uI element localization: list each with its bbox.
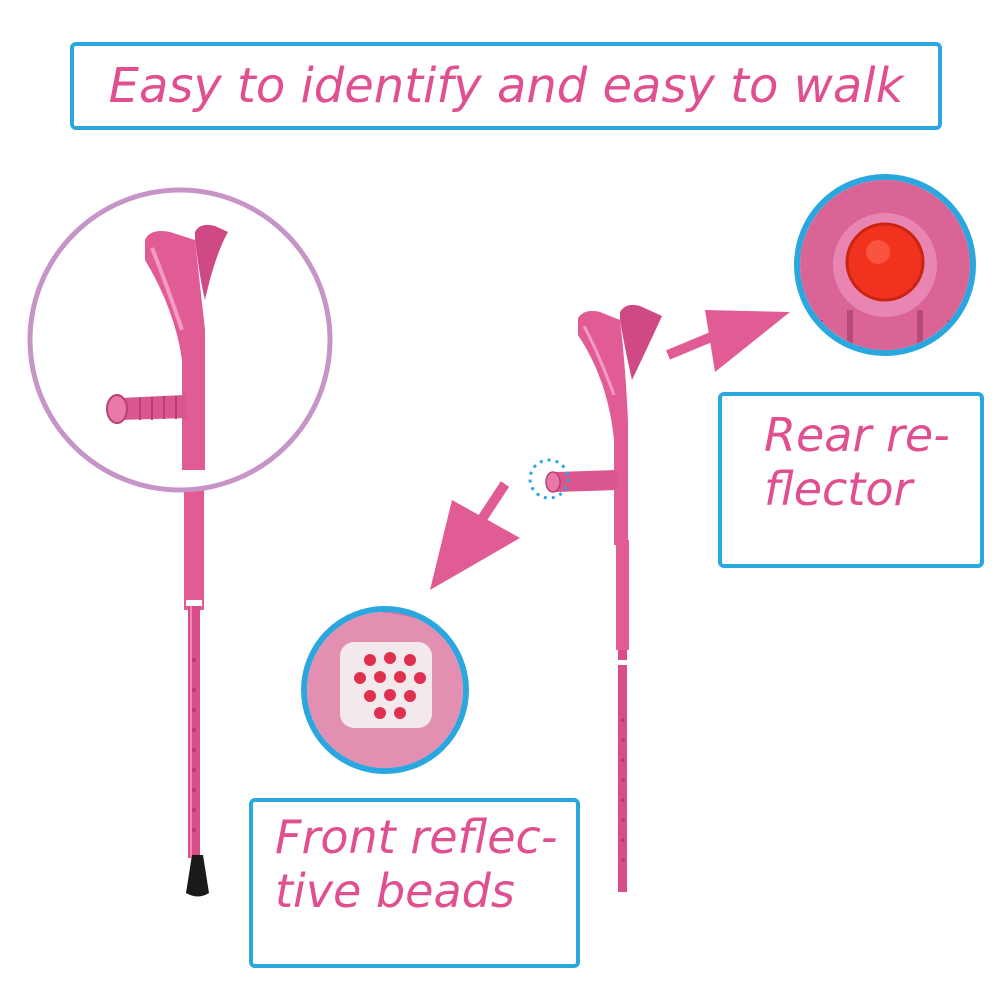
headline-text: Easy to identify and easy to walk — [108, 58, 904, 114]
front-label-line1: Front reflec- — [275, 810, 558, 864]
front-beads-label-box: Front reflec- tive beads — [249, 798, 580, 968]
right-crutch-icon — [528, 304, 662, 892]
highlight-ring-icon — [528, 458, 570, 500]
headline-box: Easy to identify and easy to walk — [70, 42, 942, 130]
arrow-icon — [430, 481, 520, 590]
front-label-line2: tive beads — [275, 864, 515, 919]
left-crutch-icon — [184, 480, 209, 897]
arrow-icon — [666, 310, 790, 372]
front-reflective-beads-icon — [301, 606, 469, 774]
rear-reflector-label-box: Rear re- flector — [718, 392, 984, 568]
rear-reflector-icon — [794, 174, 976, 356]
rear-label-line2: flector — [764, 462, 913, 517]
rear-label-line1: Rear re- — [764, 408, 950, 462]
left-tip-icon — [186, 855, 209, 897]
zoom-circle-icon — [27, 187, 333, 493]
